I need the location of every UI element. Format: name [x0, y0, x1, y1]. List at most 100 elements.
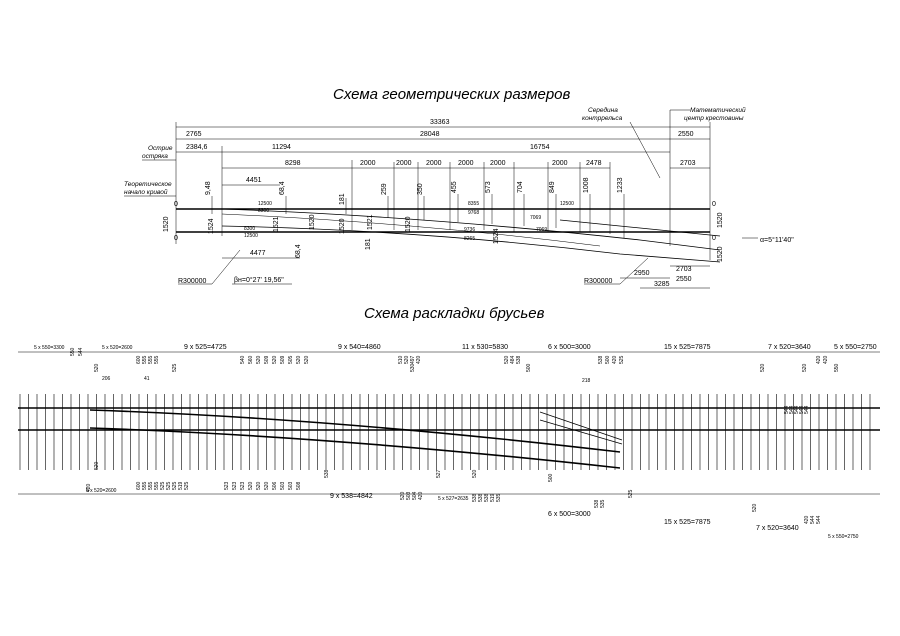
- tie-mark: 525: [172, 363, 178, 372]
- tie-group-label: 11 x 530=5830: [462, 344, 508, 351]
- tie-group-label: 6 x 500=3000: [548, 511, 591, 518]
- ordinate-label: 704: [517, 181, 524, 193]
- tie-stack-label: 535: [600, 499, 606, 508]
- radius-left: R300000: [178, 278, 207, 285]
- tie-stack-label: 420: [804, 515, 810, 524]
- tie-group-label: 9 x 538=4842: [330, 493, 373, 500]
- ordinate-label: 849: [549, 181, 556, 193]
- radius-right: R300000: [584, 278, 613, 285]
- theoretical-curve-start-label: Теоретическое начало кривой: [124, 181, 176, 197]
- dim-3285: 3285: [654, 281, 670, 288]
- chain-dim: 2000: [552, 160, 568, 167]
- tie-mark: 206: [102, 376, 111, 382]
- chain-dim: 2478: [586, 160, 602, 167]
- tie-stack-label: 497: [410, 355, 416, 364]
- vertical-dim: 1521: [273, 216, 280, 232]
- tie-mark: 41: [144, 376, 150, 382]
- inner-dim: 12500: [244, 233, 258, 239]
- dim-28048: 28048: [420, 131, 440, 138]
- tie-stack-label: 525: [160, 481, 166, 490]
- tie-stack-label: 520: [264, 481, 270, 490]
- ordinate-label: 259: [381, 183, 388, 195]
- tie-stack-label: 555: [142, 355, 148, 364]
- tie-stack-label: 420: [416, 355, 422, 364]
- svg-text:начало кривой: начало кривой: [124, 188, 168, 196]
- inner-dim: 12500: [258, 201, 272, 207]
- tie-stack-label: 420: [612, 355, 618, 364]
- svg-text:остряка: остряка: [142, 153, 168, 160]
- tie-stack-label: 555: [148, 355, 154, 364]
- tie-stack-label: 540: [240, 355, 246, 364]
- tie-stack-label: 525: [172, 481, 178, 490]
- tie-mark: 520: [94, 461, 100, 470]
- tie-layout-scheme-title: Схема раскладки брусьев: [364, 305, 545, 322]
- zero-mark: 0: [174, 201, 178, 208]
- tie-stack-label: 535: [496, 493, 502, 502]
- svg-text:Середина: Середина: [588, 106, 618, 114]
- middle-check-rail-label: Середина контррельса: [582, 106, 661, 179]
- tie-mark: 527: [436, 469, 442, 478]
- dim-4477: 4477: [250, 250, 266, 257]
- svg-text:Математический: Математический: [690, 106, 746, 114]
- inner-dim: 8265: [464, 236, 475, 242]
- tie-stack-label: 484: [510, 355, 516, 364]
- tie-stack-label: 544: [784, 405, 790, 414]
- tie-stack-label: 503: [288, 481, 294, 490]
- ordinate-label: 68,4: [279, 181, 286, 195]
- tie-stack-label: 519: [178, 481, 184, 490]
- dim-16754: 16754: [530, 144, 550, 151]
- gauge-label: 1520: [163, 216, 170, 232]
- tie-stack-label: 538: [598, 355, 604, 364]
- tie-group-label: 6 x 500=3000: [548, 344, 591, 351]
- tie-stack-label: 544: [804, 405, 810, 414]
- tie-mark: 500: [548, 473, 554, 482]
- tie-group-label: 7 x 520=3640: [756, 525, 799, 532]
- tie-stack-label: 420: [418, 491, 424, 500]
- tie-stack-label: 520: [256, 355, 262, 364]
- inner-dim: 12500: [560, 201, 574, 207]
- tie-stack-label: 538: [516, 355, 522, 364]
- tie-mark: 550: [70, 347, 76, 356]
- diverging-rail-2: [221, 225, 721, 263]
- tie-stack-label: 538: [594, 499, 600, 508]
- dim-8298: 8298: [285, 160, 301, 167]
- tie-stack-label: 519: [490, 493, 496, 502]
- inner-dim: 9768: [468, 210, 479, 216]
- ordinate-label: 455: [451, 181, 458, 193]
- tie-mark: 520: [760, 363, 766, 372]
- dim-2765: 2765: [186, 131, 202, 138]
- tie-stack-label: 555: [142, 481, 148, 490]
- tie-group-label: 9 x 540=4860: [338, 344, 381, 351]
- inner-dim: 8300: [244, 226, 255, 232]
- tie-stack-label: 538: [478, 493, 484, 502]
- tie-group-label: 5 x 550=2750: [834, 344, 877, 351]
- vertical-dim: 181: [365, 238, 372, 250]
- inner-dim: 8300: [258, 208, 269, 214]
- ordinate-label: 181: [339, 193, 346, 205]
- tie-scheme-diverging-rail-1: [89, 409, 621, 453]
- tie-scheme-diverging-rail-2: [89, 427, 621, 469]
- dim-33363: 33363: [430, 119, 450, 126]
- tie-stack-label: 520: [404, 355, 410, 364]
- tie-stack-label: 544: [794, 405, 800, 414]
- tie-layout-scheme: 5 x 550=3300 5 x 520=2600 9 x 525=4725 9…: [18, 344, 880, 540]
- inner-dim: 8355: [468, 201, 479, 207]
- zero-mark: 0: [174, 235, 178, 242]
- tie-mark: 525: [628, 489, 634, 498]
- tie-stack-label: 523: [240, 481, 246, 490]
- tie-group-label: 15 x 525=7875: [664, 519, 711, 526]
- tie-mark: 544: [78, 347, 84, 356]
- tie-stack-label: 503: [406, 491, 412, 500]
- diverging-rail-1: [221, 208, 721, 251]
- svg-text:контррельса: контррельса: [582, 115, 623, 122]
- ordinate-label: 573: [485, 181, 492, 193]
